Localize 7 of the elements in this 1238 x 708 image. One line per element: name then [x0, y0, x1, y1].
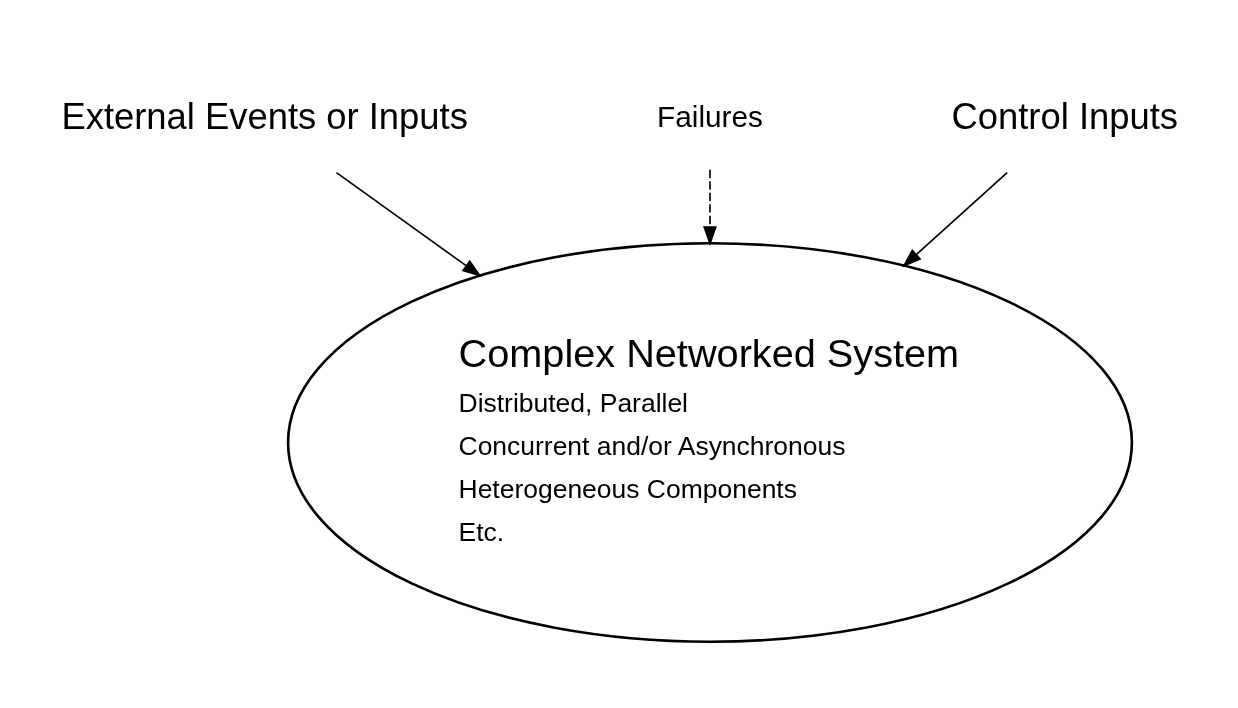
node-text: Failures: [657, 99, 763, 133]
node-text: Control Inputs: [951, 95, 1178, 137]
arrow: [335, 171, 482, 277]
node-text: External Events or Inputs: [61, 95, 468, 137]
node-ellipse: Complex Networked System Distributed, Parallel Concurrent and/or Asynchronous Heterogeneous Components Etc.: [286, 241, 1134, 644]
arrow: [902, 171, 1008, 268]
arrow: [703, 168, 717, 247]
